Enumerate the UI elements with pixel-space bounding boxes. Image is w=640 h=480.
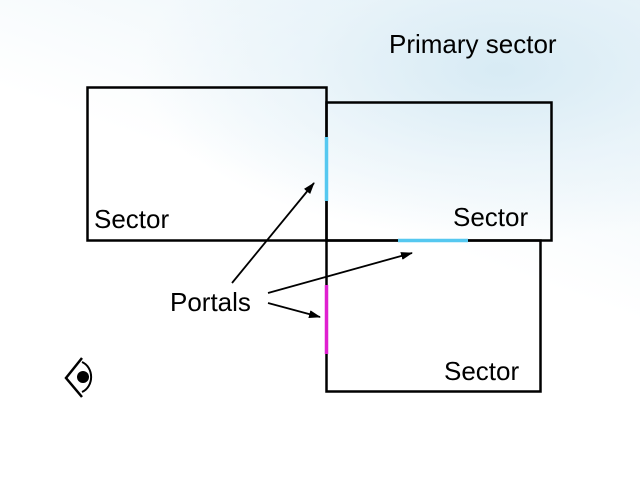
eye-icon [64, 357, 93, 398]
primary-sector-title: Primary sector [389, 29, 557, 59]
portal-arrow-upper [231, 182, 315, 284]
sector-bottom-label: Sector [444, 356, 519, 386]
sector-right-label: Sector [453, 202, 528, 232]
portal-arrow-horizontal [267, 252, 413, 294]
portal-arrow-lower [267, 302, 321, 319]
sector-left-label: Sector [94, 204, 169, 234]
portals-label: Portals [170, 287, 251, 317]
